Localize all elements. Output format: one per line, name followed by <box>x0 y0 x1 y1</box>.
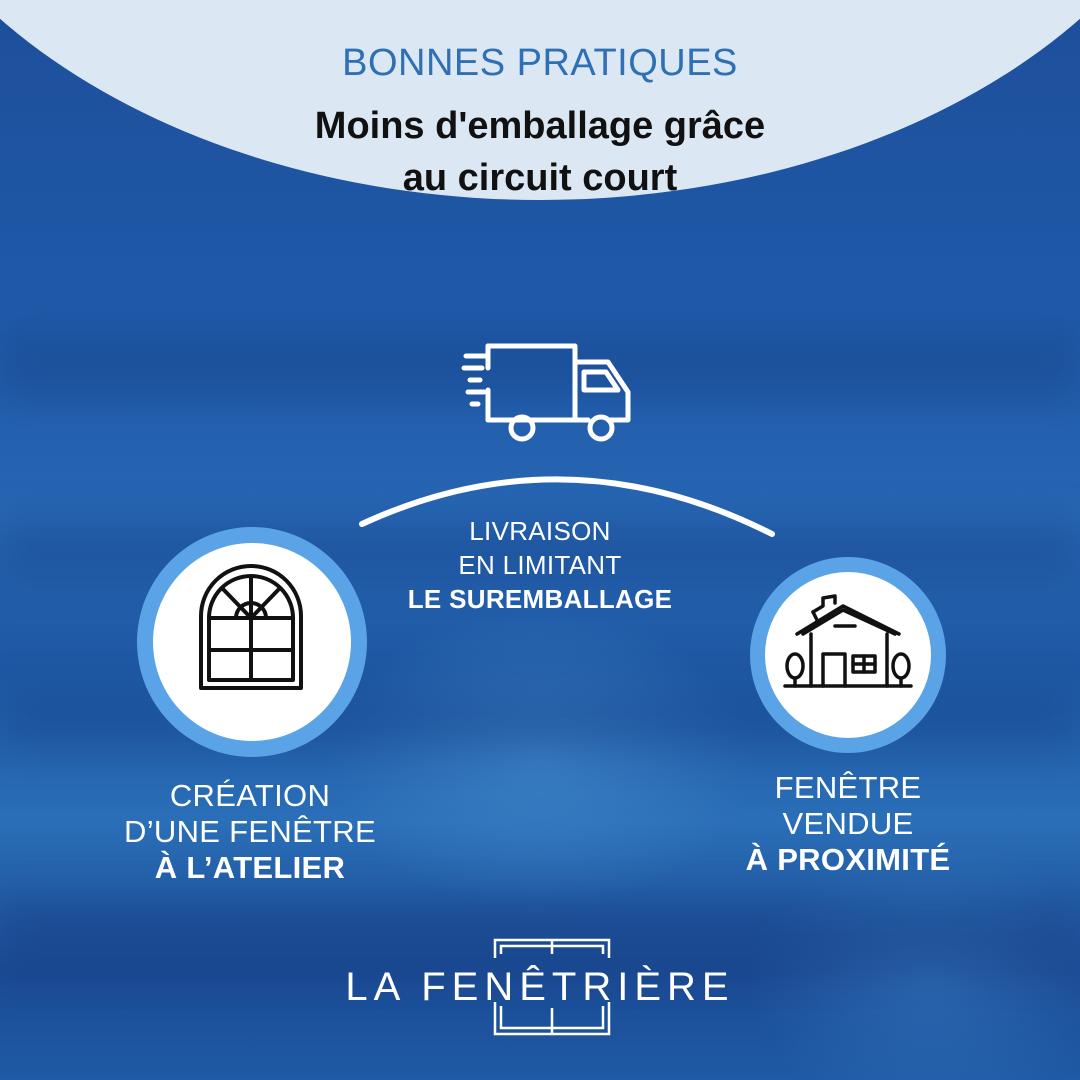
window-frame-logo <box>493 938 611 1036</box>
arched-window-icon <box>199 564 303 690</box>
right-step-line-bold-prefix: À <box>745 842 778 877</box>
page-title: Moins d'emballage grâce au circuit court <box>140 100 940 204</box>
section-kicker: BONNES PRATIQUES <box>342 42 738 84</box>
title-line: au circuit court <box>402 157 678 199</box>
right-step-line-bold: À PROXIMITÉ <box>690 842 1006 878</box>
delivery-arc <box>359 476 775 537</box>
left-step-line: D’UNE FENÊTRE <box>124 814 376 849</box>
brand-name: LA FENÊTRIÈRE <box>345 965 735 1009</box>
delivery-line: EN LIMITANT <box>458 550 622 580</box>
background-band <box>0 900 1080 970</box>
right-step-line-bold-word: PROXIMITÉ <box>777 842 951 877</box>
right-step-line: FENÊTRE <box>774 770 922 805</box>
right-step-label: FENÊTRE VENDUE À PROXIMITÉ <box>690 770 1006 878</box>
delivery-line-bold: LE SUREMBALLAGE <box>407 584 673 614</box>
delivery-truck-icon <box>461 343 631 442</box>
right-step-line: VENDUE <box>782 806 914 841</box>
background-band <box>0 330 1080 400</box>
house-icon <box>783 594 913 688</box>
delivery-line: LIVRAISON <box>469 516 611 546</box>
title-line: Moins d'emballage grâce <box>314 105 766 147</box>
left-step-line: CRÉATION <box>169 778 331 813</box>
left-step-line-bold: À L’ATELIER <box>154 850 346 885</box>
delivery-label: LIVRAISON EN LIMITANT LE SUREMBALLAGE <box>380 514 700 616</box>
left-step-label: CRÉATION D’UNE FENÊTRE À L’ATELIER <box>90 778 410 886</box>
